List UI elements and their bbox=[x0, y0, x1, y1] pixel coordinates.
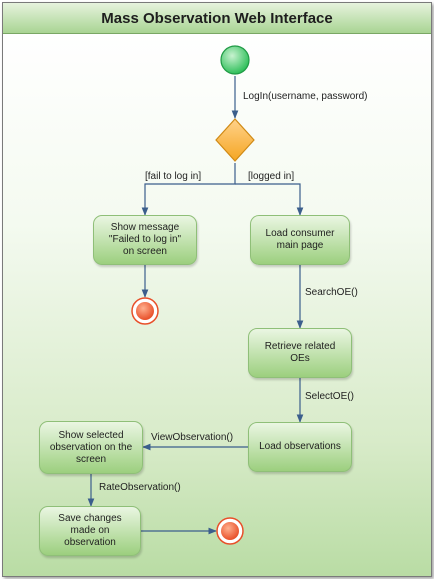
final-node-save bbox=[216, 517, 244, 545]
activity-fail-message: Show message "Failed to log in" on scree… bbox=[93, 215, 197, 265]
diagram-title: Mass Observation Web Interface bbox=[3, 3, 431, 34]
transition-search-label: SearchOE() bbox=[305, 287, 358, 298]
guard-success-label: [logged in] bbox=[248, 171, 295, 182]
final-node-fail bbox=[131, 297, 159, 325]
activity-flow-graphics bbox=[87, 45, 304, 545]
activity-retrieve-oes: Retrieve related OEs bbox=[248, 328, 352, 378]
flow-decision-to-fail bbox=[141, 163, 236, 216]
initial-node bbox=[220, 45, 250, 75]
activity-load-main-page: Load consumer main page bbox=[250, 215, 350, 265]
login-decision-node bbox=[215, 118, 255, 162]
diagram-canvas: Show message "Failed to log in" on scree… bbox=[3, 34, 431, 576]
transition-rate-label: RateObservation() bbox=[99, 482, 181, 493]
activity-save-changes: Save changes made on observation bbox=[39, 506, 141, 556]
transition-select-label: SelectOE() bbox=[305, 391, 354, 402]
flow-decision-to-main bbox=[235, 183, 304, 216]
transition-view-label: ViewObservation() bbox=[151, 432, 234, 443]
guard-fail-label: [fail to log in] bbox=[145, 171, 202, 182]
transition-login-label: LogIn(username, password) bbox=[243, 91, 368, 102]
activity-show-observation: Show selected observation on the screen bbox=[39, 421, 143, 474]
activity-load-observations: Load observations bbox=[248, 422, 352, 472]
